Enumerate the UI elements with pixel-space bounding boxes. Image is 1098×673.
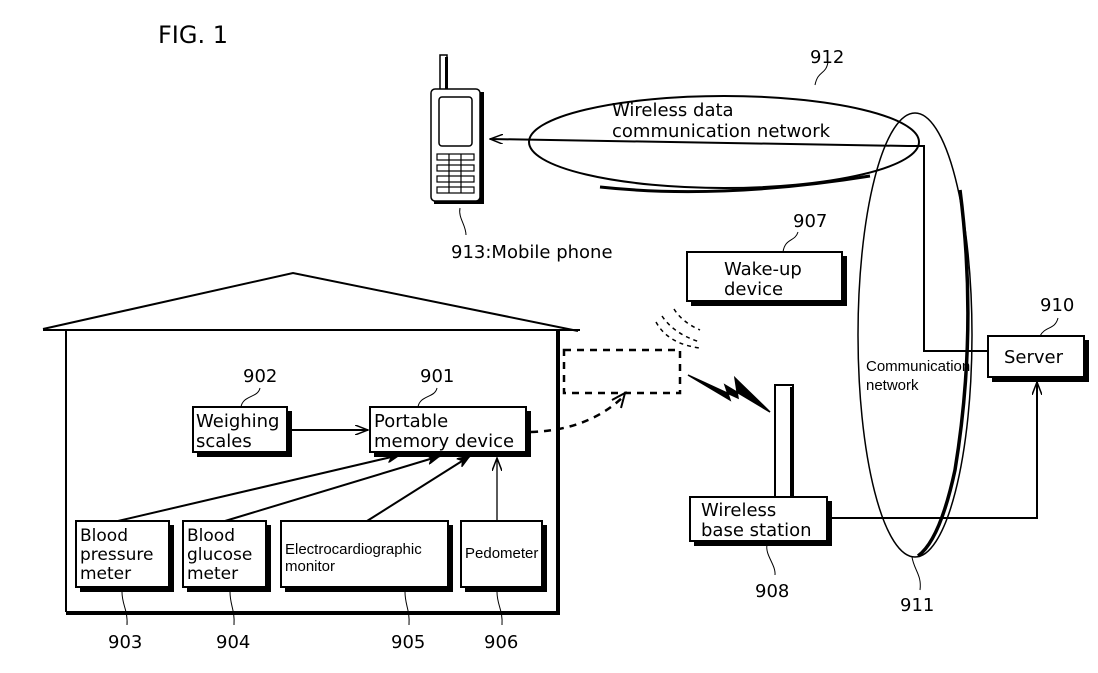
ref-912: 912 [810, 47, 844, 68]
wireless-waves-icon [656, 309, 700, 348]
leader-908 [767, 545, 775, 575]
label-memory-line2: memory device [374, 431, 514, 452]
ref-901: 901 [420, 366, 454, 387]
label-communication-network-line1: Communication [866, 358, 970, 375]
arrow-base-station-to-server [827, 382, 1037, 518]
leader-901 [418, 388, 437, 407]
label-ecg-line2: monitor [285, 558, 335, 575]
leader-913 [460, 208, 466, 235]
ref-902: 902 [243, 366, 277, 387]
label-bp-line3: meter [80, 564, 131, 584]
label-bg-line3: meter [187, 564, 238, 584]
label-base-station-line1: Wireless [701, 500, 776, 521]
leader-902 [241, 388, 260, 407]
label-communication-network-line2: network [866, 377, 919, 394]
leader-911 [912, 557, 920, 590]
label-bp-line2: pressure [80, 545, 153, 565]
label-ecg-line1: Electrocardiographic [285, 541, 422, 558]
ref-907: 907 [793, 211, 827, 232]
label-bg-line1: Blood [187, 526, 235, 546]
leader-910 [1040, 318, 1058, 336]
figure-title: FIG. 1 [158, 21, 228, 49]
label-pedometer: Pedometer [465, 545, 538, 562]
dashed-arrow-memory-to-outside [531, 395, 625, 432]
label-mobile-phone: 913:Mobile phone [451, 242, 613, 263]
label-wake-up-line2: device [724, 279, 783, 300]
ref-906: 906 [484, 632, 518, 653]
label-bp-line1: Blood [80, 526, 128, 546]
label-server: Server [1004, 347, 1064, 368]
leader-905 [405, 592, 409, 625]
label-base-station-line2: base station [701, 520, 812, 541]
communication-network-ellipse [858, 113, 972, 557]
leader-903 [122, 592, 127, 625]
ref-911: 911 [900, 595, 934, 616]
lightning-icon [688, 375, 770, 412]
ref-904: 904 [216, 632, 250, 653]
mobile-phone [431, 55, 484, 204]
leader-906 [497, 592, 502, 625]
leader-904 [230, 592, 234, 625]
label-wireless-data-network-line2: communication network [612, 121, 831, 142]
ref-903: 903 [108, 632, 142, 653]
line-server-to-network [908, 146, 988, 351]
label-wireless-data-network-line1: Wireless data [612, 100, 734, 121]
arrow-ecg-to-memory [367, 456, 470, 521]
leader-907 [783, 232, 798, 252]
label-weighing-line1: Weighing [196, 411, 280, 432]
label-wake-up-line1: Wake-up [724, 259, 802, 280]
label-bg-line2: glucose [187, 545, 252, 565]
phone-screen [439, 97, 472, 146]
ref-908: 908 [755, 581, 789, 602]
label-weighing-line2: scales [196, 431, 252, 452]
ref-905: 905 [391, 632, 425, 653]
portable-device-outside-dashed-box [564, 350, 680, 393]
label-memory-line1: Portable [374, 411, 448, 432]
ref-910: 910 [1040, 295, 1074, 316]
